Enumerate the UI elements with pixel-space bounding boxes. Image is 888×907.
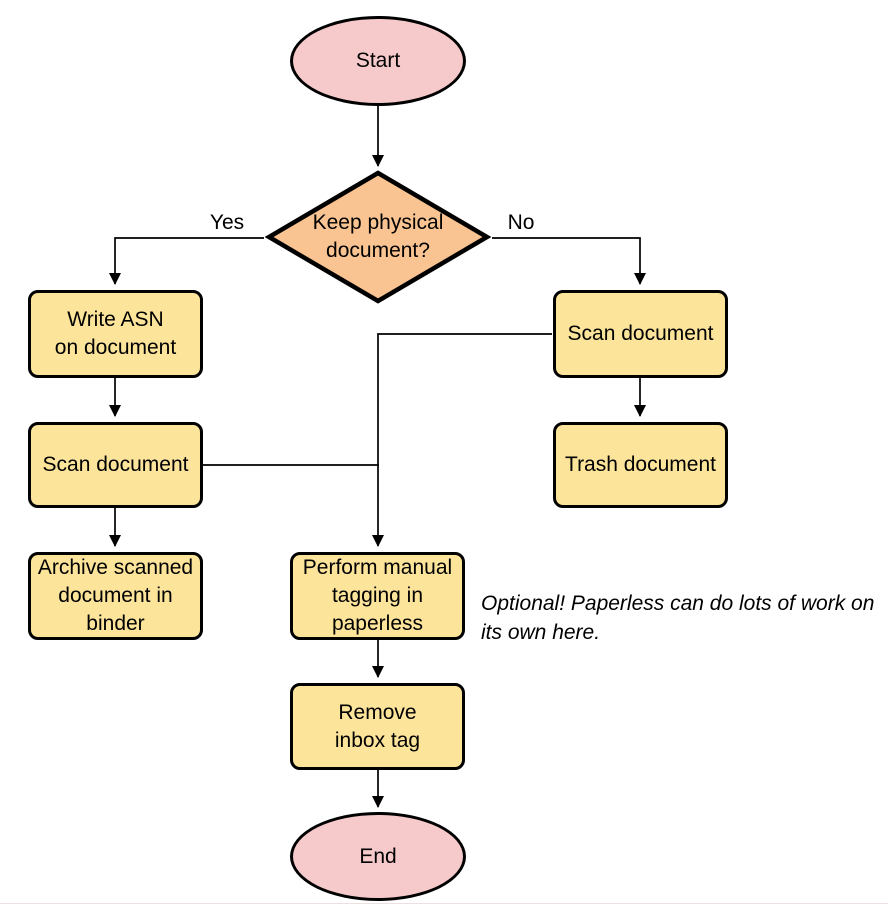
edge-label-yes: Yes — [209, 211, 245, 234]
node-keep-physical-document-label: Keep physical document? — [312, 211, 444, 262]
node-remove-inbox-label: Remove inbox tag — [334, 700, 421, 752]
node-end: End — [290, 812, 466, 901]
node-remove-inbox-tag: Remove inbox tag — [290, 683, 465, 770]
decision-diamond-shape — [265, 170, 491, 304]
node-end-label: End — [359, 844, 397, 868]
edge-scan-right-to-tagging — [372, 333, 552, 547]
edge-label-no: No — [507, 211, 535, 234]
node-scan-document-right-label: Scan document — [567, 322, 714, 345]
node-scan-document-right: Scan document — [553, 290, 728, 378]
node-write-asn-on-document: Write ASN on document — [28, 290, 203, 378]
node-trash-document-label: Trash document — [565, 453, 716, 476]
window-bottom-edge — [0, 903, 888, 904]
node-trash-document: Trash document — [553, 422, 728, 508]
optional-note: Optional! Paperless can do lots of work … — [481, 592, 875, 644]
node-start: Start — [290, 16, 466, 106]
node-archive-label: Archive scanned document in binder — [37, 556, 194, 635]
edge-decision-to-write-asn — [109, 237, 264, 285]
node-write-asn-label: Write ASN on document — [54, 308, 177, 359]
node-scan-document-left-label: Scan document — [42, 453, 189, 476]
node-tagging-label: Perform manual tagging in paperless — [302, 556, 453, 635]
node-keep-physical-document: Keep physical document? — [265, 170, 491, 304]
edge-decision-to-scan-right — [492, 237, 646, 285]
node-start-label: Start — [355, 49, 401, 72]
node-scan-document-left: Scan document — [28, 422, 203, 508]
node-perform-manual-tagging: Perform manual tagging in paperless — [290, 552, 465, 640]
node-archive-scanned-document: Archive scanned document in binder — [28, 552, 203, 640]
